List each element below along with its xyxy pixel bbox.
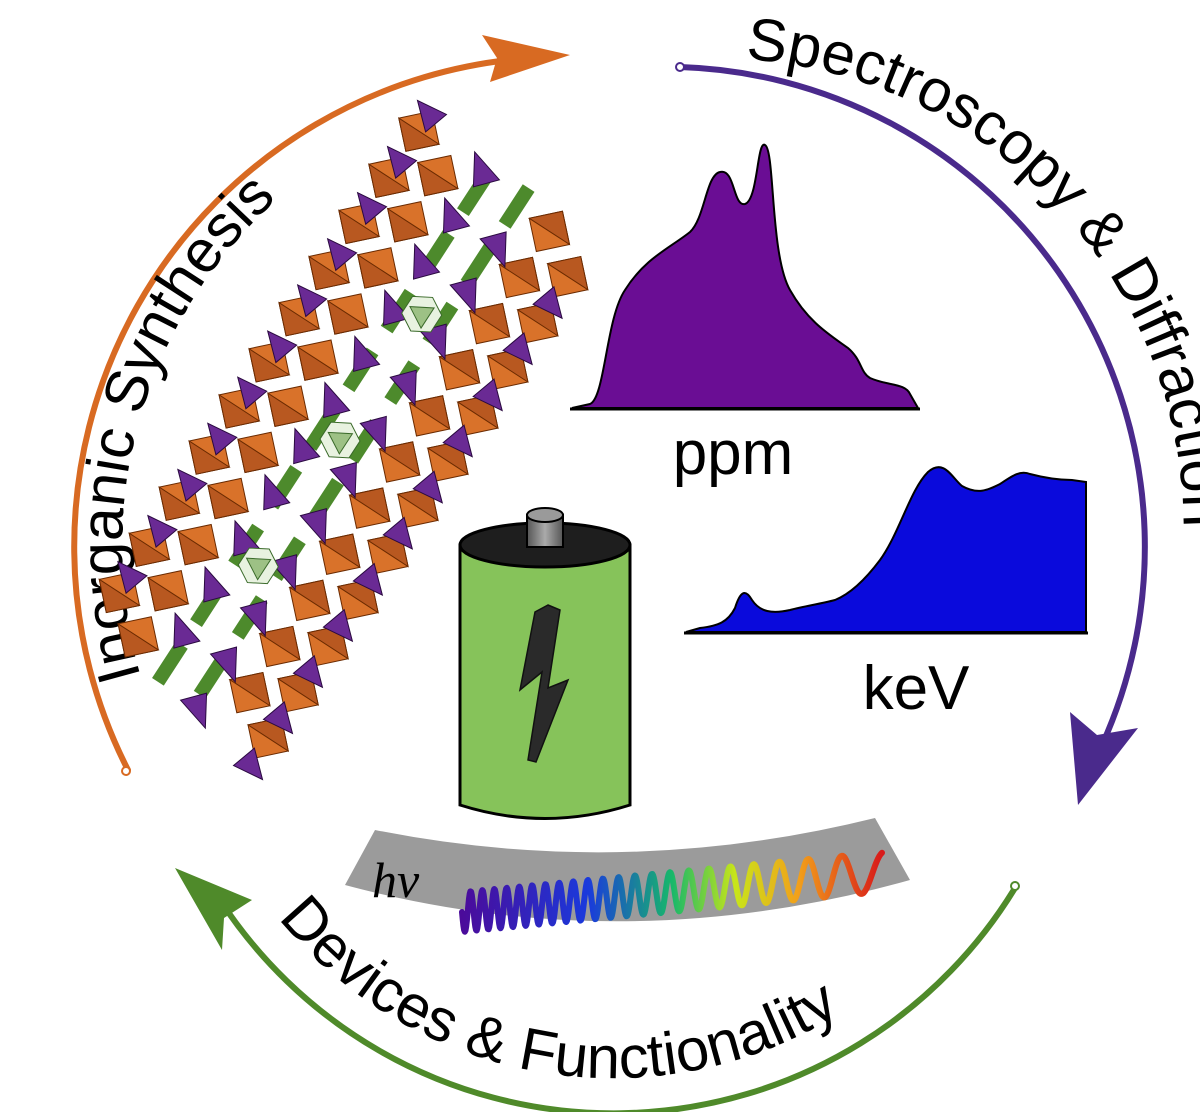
crystal-polyhedron — [386, 145, 418, 179]
crystal-polyhedron — [498, 256, 541, 292]
crystal-polyhedron — [378, 441, 421, 477]
crystal-polyhedron — [389, 369, 417, 407]
crystal-polyhedron — [408, 395, 451, 431]
crystal-polyhedron — [179, 692, 208, 730]
crystal-polyhedron — [356, 191, 388, 226]
crystal-polyhedron — [297, 345, 340, 381]
crystal-polyhedron — [177, 530, 220, 566]
spectroscopy-diffraction-label: Spectroscopy & Diffraction — [744, 5, 1200, 528]
crystal-polyhedron — [412, 470, 444, 504]
battery-terminal-top — [526, 507, 564, 523]
crystal-polyhedron — [293, 427, 321, 465]
crystal-polyhedron — [416, 161, 460, 197]
crystal-polyhedron — [207, 422, 238, 456]
crystal-polyhedron — [546, 255, 589, 291]
crystal-polyhedron — [266, 330, 298, 364]
crystal-polyhedron — [416, 99, 448, 133]
devices-arrow — [175, 868, 1020, 1112]
crystal-polyhedron — [263, 473, 291, 511]
crystal-polyhedron — [228, 671, 271, 707]
crystal-polyhedron — [479, 231, 507, 269]
crystal-polyhedron — [173, 611, 201, 649]
hv-label: hν — [372, 852, 420, 908]
nmr-spectrum-trace — [571, 143, 920, 409]
battery-icon — [458, 507, 632, 820]
crystal-polyhedron — [472, 378, 503, 412]
kev-unit-label: keV — [863, 654, 970, 723]
crystal-polyhedron — [348, 487, 391, 523]
crystal-polyhedron — [322, 608, 354, 643]
crystal-polyhedron — [438, 349, 481, 384]
crystal-polyhedron — [326, 237, 358, 272]
crystal-polyhedron — [296, 283, 328, 318]
crystal-polyhedron — [308, 255, 351, 291]
synthesis-arrow — [71, 35, 570, 776]
crystal-polyhedron — [472, 150, 501, 188]
crystal-polyhedron — [299, 508, 327, 545]
crystal-polyhedron — [209, 646, 238, 684]
crystal-polyhedron — [359, 415, 387, 453]
crystal-bond — [460, 242, 497, 288]
crystal-bond — [304, 406, 341, 451]
crystal-polyhedron — [527, 210, 571, 246]
crystal-polyhedron — [147, 576, 190, 612]
crystal-polyhedron — [245, 557, 272, 581]
light-band: hν — [345, 818, 910, 935]
crystal-polyhedron — [267, 392, 310, 427]
crystal-polyhedron — [532, 285, 563, 320]
crystal-polyhedron — [409, 306, 435, 330]
crystal-polyhedron — [292, 654, 324, 689]
crystal-polyhedron — [329, 461, 357, 499]
crystal-polyhedron — [203, 565, 231, 603]
crystal-polyhedron — [239, 600, 268, 638]
crystal-polyhedron — [338, 209, 381, 245]
crystal-polyhedron — [318, 533, 361, 569]
crystal-structure-icon — [98, 99, 589, 781]
crystal-polyhedron — [117, 560, 148, 595]
crystal-polyhedron — [248, 347, 291, 383]
crystal-polyhedron — [368, 163, 411, 199]
crystal-polyhedron — [128, 532, 171, 568]
crystal-polyhedron — [327, 431, 354, 455]
crystal-polyhedron — [353, 335, 381, 372]
crystal-polyhedron — [412, 242, 441, 280]
crystal-polyhedron — [442, 424, 473, 458]
crystal-polyhedron — [237, 438, 280, 474]
characterization-arrow — [675, 62, 1148, 805]
xray-spectrum-trace — [685, 466, 1087, 633]
crystal-polyhedron — [323, 381, 351, 419]
crystal-polyhedron — [147, 514, 178, 548]
crystal-polyhedron — [327, 299, 370, 335]
crystal-polyhedron — [442, 196, 471, 234]
crystal-polyhedron — [262, 701, 294, 735]
crystal-polyhedron — [232, 747, 264, 781]
lightning-bolt-icon — [518, 604, 570, 763]
xray-spectrum: keV — [684, 466, 1088, 723]
crystal-polyhedron — [449, 277, 477, 315]
crystal-polyhedron — [158, 486, 201, 521]
crystal-bond — [152, 641, 188, 686]
crystal-polyhedron — [236, 376, 268, 410]
ppm-unit-label: ppm — [673, 419, 794, 488]
crystal-polyhedron — [398, 117, 441, 152]
crystal-polyhedron — [177, 468, 208, 502]
crystal-polyhedron — [188, 439, 231, 475]
crystal-polyhedron — [352, 562, 384, 597]
crystal-polyhedron — [278, 301, 321, 337]
crystal-polyhedron — [502, 332, 533, 366]
light-wave-icon — [459, 849, 885, 935]
crystal-polyhedron — [98, 578, 141, 614]
nmr-spectrum: ppm — [570, 143, 920, 488]
crystal-polyhedron — [288, 579, 331, 615]
crystal-polyhedron — [258, 625, 301, 661]
crystal-polyhedron — [386, 207, 430, 243]
crystal-polyhedron — [468, 302, 511, 338]
crystal-bond — [498, 184, 535, 229]
crystal-polyhedron — [382, 516, 414, 550]
crystal-polyhedron — [207, 484, 250, 520]
crystal-polyhedron — [117, 622, 160, 658]
crystal-polyhedron — [218, 393, 261, 429]
crystal-polyhedron — [356, 253, 400, 289]
